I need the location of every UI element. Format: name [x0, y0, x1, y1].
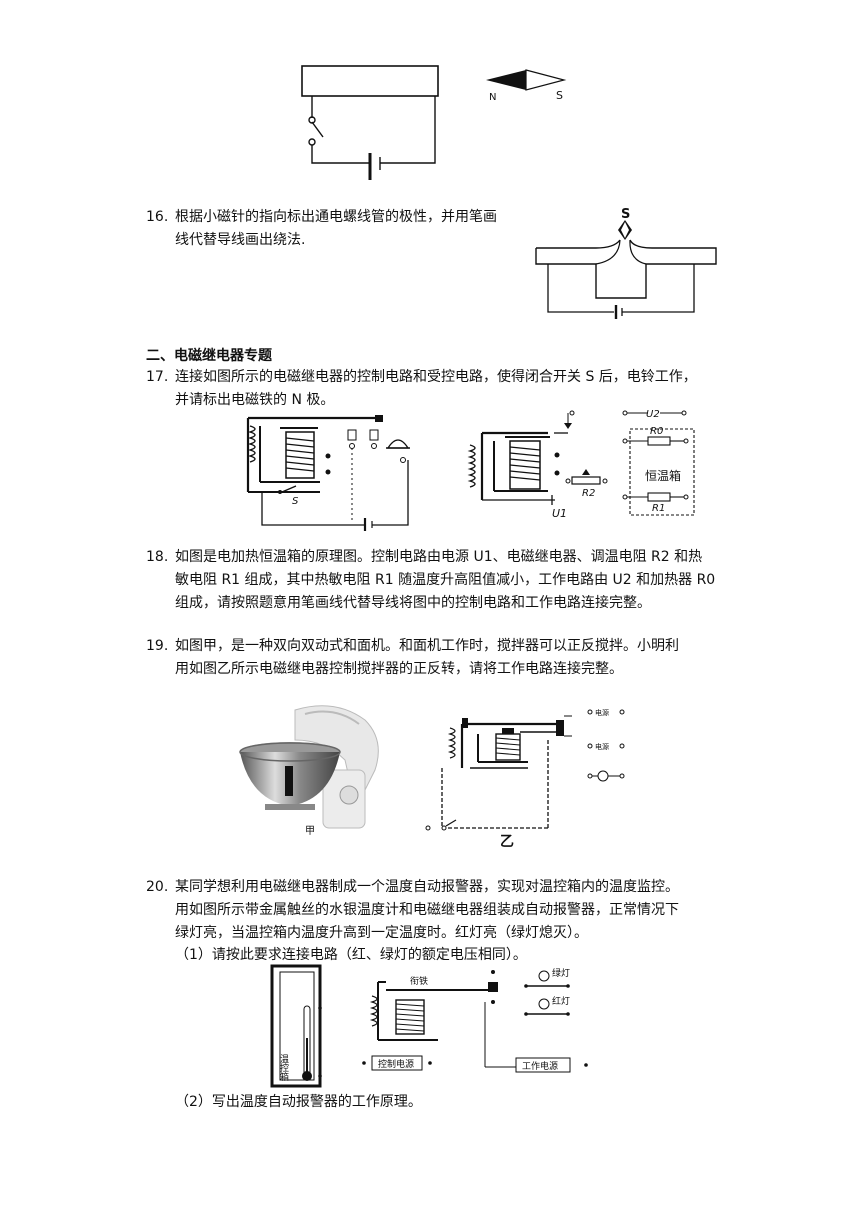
question-16-line-1: 根据小磁针的指向标出通电螺线管的极性，并用笔画: [175, 209, 497, 225]
motor-icon: [587, 770, 625, 782]
question-20-line-2: 用如图所示带金属触丝的水银温度计和电磁继电器组装成自动报警器，正常情况下: [175, 902, 679, 918]
green-lamp-label: 绿灯: [552, 967, 570, 979]
needle-s-label: S: [621, 207, 630, 222]
compass-s-label: S: [556, 89, 563, 102]
question-18-line-3: 组成，请按照题意用笔画线代替导线将图中的控制电路和工作电路连接完整。: [175, 595, 651, 611]
q17-switch-s-label: S: [292, 496, 299, 507]
red-lamp-icon: [524, 998, 570, 1016]
q17-u1-label: U1: [552, 507, 567, 520]
question-18-line-2: 敏电阻 R1 组成，其中热敏电阻 R1 随温度升高阻值减小，工作电路由 U2 和…: [175, 572, 716, 588]
green-lamp-icon: [524, 970, 570, 988]
control-power-label: 控制电源: [378, 1058, 414, 1070]
compass-n-label: N: [489, 92, 496, 103]
armature-label: 衔铁: [410, 975, 428, 987]
question-19-number: 19.: [146, 638, 169, 654]
power-source-2: 电源: [587, 742, 625, 751]
compass-needle-icon: [486, 69, 567, 91]
q17-relay-bell-figure: S: [246, 415, 410, 531]
question-16-number: 16.: [146, 209, 169, 225]
question-20-line-3: 绿灯亮，当温控箱内温度升高到一定温度时。红灯亮（绿灯熄灭）。: [175, 925, 588, 941]
section-2-title: 二、电磁继电器专题: [146, 348, 272, 364]
top-solenoid-figure: N S: [301, 65, 567, 180]
question-17-line-1: 连接如图所示的电磁继电器的控制电路和受控电路，使得闭合开关 S 后，电铃工作，: [175, 369, 697, 385]
q17-thermostat-figure: U1 R2 U2 R0 恒温箱 R1: [467, 409, 695, 520]
svg-text:电源: 电源: [595, 708, 609, 717]
question-20-sub-2: （2）写出温度自动报警器的工作原理。: [175, 1094, 422, 1110]
question-18-line-1: 如图是电加热恒温箱的原理图。控制电路由电源 U1、电磁继电器、调温电阻 R2 和…: [175, 549, 703, 565]
bell-icon: [386, 439, 410, 463]
q20-alarm-figure: 温控箱 衔铁 控制电源 工作电源 绿灯 红灯: [270, 964, 588, 1088]
power-source-1: 电源: [587, 708, 625, 717]
small-magnet-needle-icon: [618, 220, 632, 240]
svg-text:电源: 电源: [595, 742, 609, 751]
q17-r0-label: R0: [650, 426, 663, 437]
q16-solenoid-figure: S: [535, 207, 717, 319]
fig-jia-label: 甲: [305, 826, 315, 837]
q19-relay-figure: 乙 电源 电源: [425, 708, 625, 850]
question-20-number: 20.: [146, 879, 169, 895]
work-power-label: 工作电源: [522, 1060, 558, 1072]
q17-box-label: 恒温箱: [645, 468, 681, 483]
q17-r2-label: R2: [582, 488, 595, 499]
question-20-sub-1: （1）请按此要求连接电路（红、绿灯的额定电压相同）。: [175, 947, 527, 963]
question-20-line-1: 某同学想利用电磁继电器制成一个温度自动报警器，实现对温控箱内的温度监控。: [175, 879, 679, 895]
q20-box-label: 温控箱: [278, 1054, 289, 1082]
red-lamp-label: 红灯: [552, 995, 570, 1007]
question-17-number: 17.: [146, 369, 169, 385]
q17-u2-label: U2: [646, 409, 660, 420]
stand-mixer-image: 甲: [239, 705, 379, 837]
question-18-number: 18.: [146, 549, 169, 565]
question-19-line-2: 用如图乙所示电磁继电器控制搅拌器的正反转，请将工作电路连接完整。: [175, 661, 623, 677]
question-17-line-2: 并请标出电磁铁的 N 极。: [175, 392, 335, 408]
fig-yi-label: 乙: [500, 834, 514, 850]
question-19-line-1: 如图甲，是一种双向双动式和面机。和面机工作时，搅拌器可以正反搅拌。小明利: [175, 638, 679, 654]
q17-r1-label: R1: [652, 503, 665, 514]
question-16-line-2: 线代替导线画出绕法.: [175, 232, 306, 248]
